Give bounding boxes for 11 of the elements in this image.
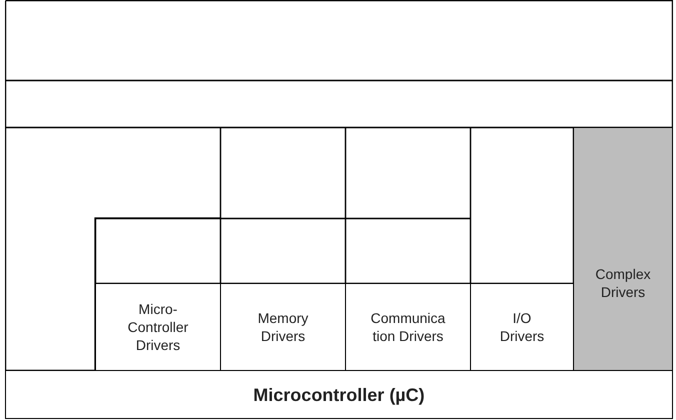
complex-drivers-box [573, 127, 673, 371]
layer-label: Communica tion Drivers [370, 309, 446, 345]
layer-label: I/O Drivers [498, 309, 546, 345]
layer-label: Micro- Controller Drivers [126, 300, 190, 354]
empty-layer-box [5, 80, 673, 128]
layer-label: Complex Drivers [594, 265, 652, 301]
layer-label: Microcontroller (µC) [252, 386, 426, 404]
empty-layer-box [5, 0, 673, 81]
layer-label: Memory Drivers [256, 309, 310, 345]
l-shaped-layer-box [5, 127, 221, 371]
layer-box [5, 370, 673, 419]
